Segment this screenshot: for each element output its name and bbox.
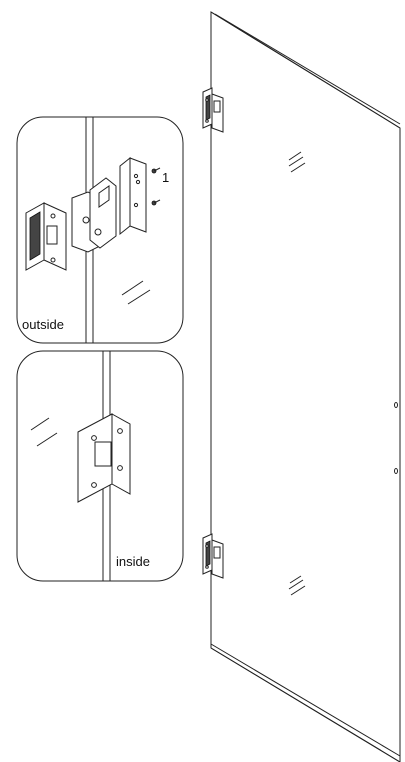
hinge-icon: [77, 413, 131, 503]
hinge-icon: [202, 533, 224, 579]
glass-reflection-icon: [121, 280, 151, 305]
glass-reflection-icon: [30, 417, 58, 447]
glass-reflection-icon: [288, 575, 306, 596]
hinge-inner-plate: [119, 156, 147, 236]
glass-reflection-icon: [288, 151, 306, 173]
step-marker: 1: [162, 170, 169, 185]
outside-callout: 1 outside: [16, 116, 184, 344]
outside-label: outside: [22, 317, 64, 332]
handle-hole-bottom: [394, 468, 398, 474]
hinge-clamp-plate: [89, 177, 117, 249]
hinge-icon: [202, 87, 224, 133]
inside-callout: inside: [16, 350, 184, 582]
glass-door-panel: [210, 11, 401, 762]
hinge-outer-plate: [25, 202, 67, 271]
screw-icon: [151, 167, 161, 206]
handle-hole-top: [394, 402, 398, 408]
inside-label: inside: [116, 554, 150, 569]
